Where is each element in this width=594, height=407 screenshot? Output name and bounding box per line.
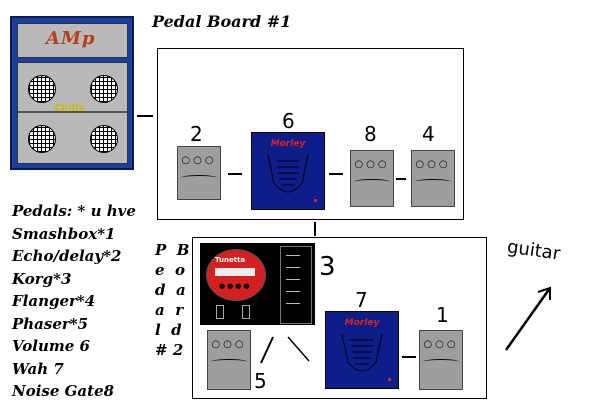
cable — [314, 222, 316, 236]
cable — [137, 115, 153, 117]
pedal-echo-delay: ○○○ — [177, 146, 221, 200]
tuner-display: Tunetta ●●●● — [206, 249, 266, 301]
title-letter: l — [155, 321, 161, 339]
pedal-curve — [415, 179, 451, 186]
pedal-wah: Morley — [325, 311, 399, 389]
pedal-curve — [181, 175, 217, 182]
pedal-number: 1 — [436, 303, 449, 327]
knobs-icon: ○○○ — [415, 159, 451, 170]
wah-brand: Morley — [344, 318, 380, 328]
pedal-number: 6 — [282, 109, 295, 133]
cable — [396, 178, 406, 180]
title-letter: e — [155, 261, 165, 279]
pedal-smashbox: ○○○ — [350, 150, 394, 207]
pedal-list: Pedals: * u hve Smashbox*1 Echo/delay*2 … — [12, 200, 136, 403]
speaker-icon — [28, 125, 56, 153]
pedal-curve — [423, 359, 459, 366]
pedal-flanger: ○○○ — [411, 150, 455, 207]
speaker-icon — [90, 125, 118, 153]
knobs-icon: ○○○ — [354, 159, 390, 170]
pedal-list-item: Echo/delay*2 — [12, 247, 122, 265]
board2-title: P B e o d a a r l d # 2 — [155, 240, 193, 360]
knobs-icon: ○○○ — [181, 155, 217, 166]
pedal-curve — [211, 359, 247, 366]
title-letter: d — [171, 321, 182, 339]
pedal-number: 4 — [422, 122, 435, 146]
amp-logo: AMp — [46, 28, 96, 49]
cable — [402, 356, 416, 358]
pedal-list-item: Smashbox*1 — [12, 224, 116, 243]
pedal-list-item: Korg*3 — [12, 269, 72, 288]
amp-brand: Chills — [54, 103, 85, 114]
tuner-side-panel — [280, 246, 312, 324]
pedal-volume: Morley — [251, 132, 325, 210]
led-icon — [314, 199, 317, 202]
footswitch-icon — [242, 305, 250, 319]
title-letter: P — [155, 241, 167, 259]
pedal-tread-icon — [267, 154, 309, 193]
pedal-number: 5 — [254, 369, 267, 393]
wah-brand: Morley — [270, 139, 306, 149]
title-letter: a — [175, 281, 186, 299]
pedal-noise-gate: ○○○ — [419, 330, 463, 390]
tuner-leds-icon: ●●●● — [219, 282, 252, 290]
footswitch-icon — [216, 305, 224, 319]
pedal-curve — [354, 179, 390, 186]
title-letter: o — [175, 261, 186, 279]
tuner-meter — [215, 268, 255, 276]
pedal-list-item: Noise Gate8 — [12, 382, 115, 400]
amp-divider — [18, 111, 127, 113]
led-icon — [388, 378, 391, 381]
pedal-number: 3 — [319, 252, 336, 282]
cable — [228, 173, 242, 175]
title-letter: 2 — [172, 341, 184, 359]
title-letter: B — [176, 241, 190, 259]
title-letter: # — [155, 341, 168, 359]
amp-cabinet: Chills — [17, 62, 128, 164]
amp-head: AMp — [17, 23, 128, 58]
tuner-brand: Tunetta — [215, 256, 246, 264]
pedal-list-item: Volume 6 — [12, 337, 90, 355]
title-letter: d — [155, 281, 166, 299]
arrow-icon — [504, 286, 552, 351]
knobs-icon: ○○○ — [423, 339, 459, 350]
pedal-number: 7 — [355, 288, 368, 312]
cable — [329, 173, 343, 175]
pedal-list-item: Phaser*5 — [12, 314, 89, 333]
knobs-icon: ○○○ — [211, 339, 247, 350]
pedal-korg-tuner: Tunetta ●●●● — [200, 243, 315, 325]
pedal-phaser: ○○○ — [207, 330, 251, 390]
pedal-list-heading: Pedals: * u hve — [12, 202, 136, 220]
pedal-tread-icon — [341, 333, 383, 372]
cable-lines — [260, 336, 310, 364]
pedal-list-item: Wah 7 — [12, 359, 64, 378]
pedal-list-item: Flanger*4 — [12, 292, 96, 310]
amp: AMp Chills — [10, 16, 134, 170]
pedal-number: 2 — [190, 122, 203, 146]
speaker-icon — [90, 75, 118, 103]
pedal-number: 8 — [364, 122, 377, 146]
guitar-label: guitar — [505, 236, 562, 265]
title-letter: r — [175, 301, 184, 319]
speaker-icon — [28, 75, 56, 103]
title-letter: a — [155, 301, 165, 319]
board1-title: Pedal Board #1 — [152, 12, 292, 31]
